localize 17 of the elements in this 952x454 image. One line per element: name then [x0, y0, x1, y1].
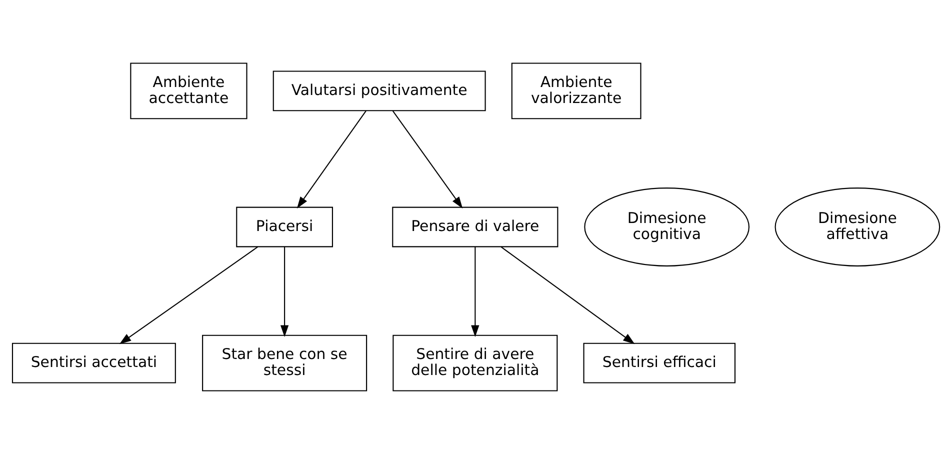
node-box: Ambiente valorizzante	[511, 62, 642, 120]
node-box: Piacersi	[236, 206, 333, 248]
arrow	[471, 246, 480, 337]
arrow	[119, 246, 258, 344]
node-box: Star bene con se stessi	[202, 334, 368, 392]
arrow	[500, 246, 635, 344]
node-box: Sentirsi efficaci	[583, 342, 736, 384]
arrow	[296, 110, 366, 208]
node-box: Sentire di avere delle potenzialità	[392, 334, 558, 392]
node-box: Ambiente accettante	[130, 62, 248, 120]
node-box: Sentirsi accettati	[12, 342, 176, 384]
node-ellipse: Dimesione cognitiva	[584, 188, 750, 266]
arrow	[280, 246, 289, 337]
node-box: Pensare di valere	[392, 206, 558, 248]
node-ellipse: Dimesione affettiva	[774, 188, 940, 266]
node-box: Valutarsi positivamente	[272, 70, 486, 112]
arrow	[392, 110, 463, 208]
